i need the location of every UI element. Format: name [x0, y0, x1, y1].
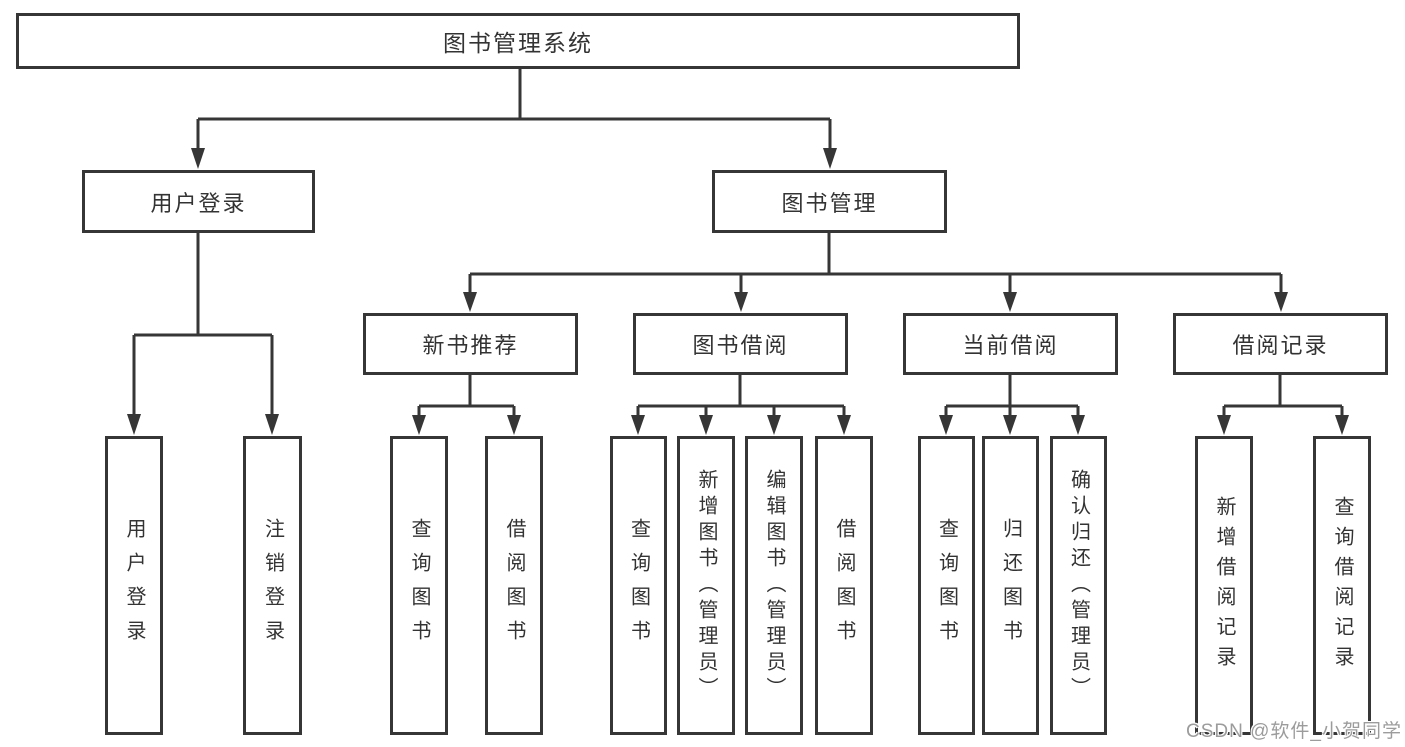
node-label: 图书管理 — [781, 190, 878, 216]
node-label: 借阅图书 — [833, 517, 855, 654]
node-search-borrow-record: 查询借阅记录 — [1313, 436, 1371, 735]
node-label: 图书管理系统 — [443, 30, 593, 56]
node-user-login: 用户登录 — [82, 170, 315, 233]
node-search-books-borrowing: 查询图书 — [610, 436, 667, 735]
node-book-management: 图书管理 — [712, 170, 947, 233]
node-label: 当前借阅 — [962, 333, 1059, 358]
node-current-borrowing: 当前借阅 — [903, 313, 1118, 375]
node-label: 借阅图书 — [503, 517, 525, 654]
node-user-login-leaf: 用户登录 — [105, 436, 163, 735]
node-label: 查询图书 — [408, 517, 430, 654]
node-library-management-system: 图书管理系统 — [16, 13, 1020, 69]
node-confirm-return-admin: 确认归还（管理员） — [1050, 436, 1107, 735]
node-label: 新增借阅记录 — [1213, 495, 1235, 676]
node-label: 用户登录 — [123, 517, 145, 654]
node-search-books-recommend: 查询图书 — [390, 436, 448, 735]
node-borrow-books-leaf: 借阅图书 — [815, 436, 873, 735]
node-label: 查询借阅记录 — [1331, 495, 1353, 676]
node-logout: 注销登录 — [243, 436, 302, 735]
node-label: 用户登录 — [150, 190, 247, 216]
node-label: 注销登录 — [261, 517, 284, 654]
arrowhead-icons — [127, 148, 1349, 435]
node-add-books-admin: 新增图书（管理员） — [677, 436, 735, 735]
node-label: 归还图书 — [999, 517, 1022, 654]
node-search-books-current: 查询图书 — [918, 436, 975, 735]
node-label: 确认归还（管理员） — [1067, 468, 1090, 703]
node-borrowing-records: 借阅记录 — [1173, 313, 1388, 375]
node-return-books: 归还图书 — [982, 436, 1039, 735]
node-label: 查询图书 — [627, 517, 650, 654]
node-label: 编辑图书（管理员） — [763, 468, 785, 703]
node-label: 借阅记录 — [1232, 333, 1329, 358]
node-label: 新书推荐 — [422, 333, 519, 358]
csdn-watermark: CSDN @软件_小贺同学 — [1186, 721, 1402, 742]
node-label: 新增图书（管理员） — [695, 468, 717, 703]
node-borrow-books-recommend: 借阅图书 — [485, 436, 543, 735]
node-label: 查询图书 — [935, 517, 958, 654]
node-book-borrowing: 图书借阅 — [633, 313, 848, 375]
node-new-book-recommendation: 新书推荐 — [363, 313, 578, 375]
node-edit-books-admin: 编辑图书（管理员） — [745, 436, 803, 735]
node-add-borrow-record: 新增借阅记录 — [1195, 436, 1253, 735]
node-label: 图书借阅 — [692, 333, 789, 358]
